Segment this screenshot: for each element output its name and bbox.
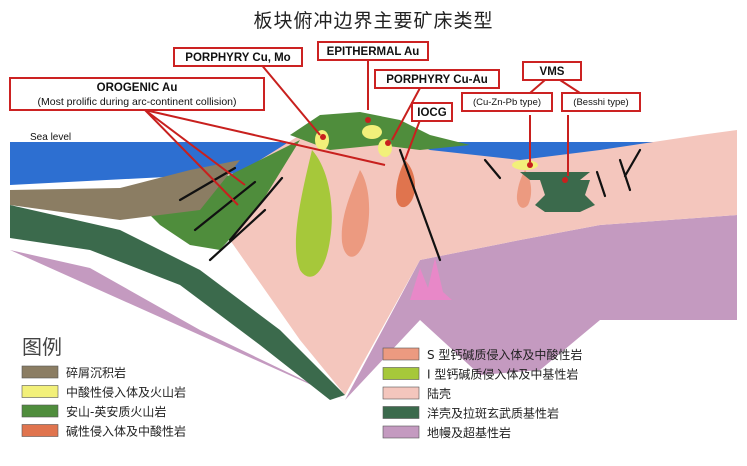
- legend-swatch: [382, 406, 420, 419]
- sediment-wedge: [10, 160, 240, 220]
- arrow-iocg-1: [404, 119, 421, 161]
- porphyry-cu-mo-label-box: [173, 47, 303, 67]
- fault-2: [193, 180, 257, 232]
- legend-label: 中酸性侵入体及火山岩: [66, 385, 186, 400]
- stype-intrusion: [341, 170, 370, 257]
- fault-6: [483, 158, 502, 180]
- porphyry-cu-mo-label: PORPHYRY Cu, Mo: [185, 52, 290, 64]
- epithermal-label-box: [317, 41, 429, 61]
- fault-3: [208, 208, 267, 262]
- arrow-vms-top-2: [559, 79, 581, 94]
- orogenic-label-box: [9, 77, 265, 111]
- sea-level-label: Sea level: [30, 132, 71, 143]
- vms-label: VMS: [540, 66, 565, 78]
- deposit-dot-1: [320, 134, 326, 140]
- vms-besshi-label: (Besshi type): [573, 97, 628, 108]
- felsic-body-1: [315, 130, 329, 150]
- deposit-dot-3: [385, 140, 391, 146]
- legend-label: 安山-英安质火山岩: [66, 404, 166, 419]
- legend-title: 图例: [22, 335, 62, 359]
- vms-stype-intrusion: [516, 170, 532, 208]
- legend-label: 洋壳及拉斑玄武质基性岩: [427, 406, 559, 421]
- fault-7: [595, 170, 607, 198]
- andesite-wedge: [140, 140, 300, 250]
- legend-label: 陆壳: [427, 386, 451, 401]
- legend-swatch: [382, 367, 420, 380]
- legend-swatch: [21, 385, 59, 398]
- itype-intrusion: [295, 150, 332, 277]
- fault-5: [398, 148, 442, 262]
- felsic-body-2: [362, 125, 382, 139]
- oceanic-crust-slab: [10, 205, 345, 400]
- alkaline-intrusion: [396, 160, 416, 208]
- legend-swatch: [382, 425, 420, 439]
- arrow-orogenic-1: [144, 109, 239, 206]
- deposit-dot-4: [527, 162, 533, 168]
- orogenic-label-line1: OROGENIC Au: [97, 82, 178, 94]
- felsic-body-4: [512, 160, 538, 170]
- epithermal-label: EPITHERMAL Au: [327, 46, 420, 58]
- legend-label: 地幔及超基性岩: [427, 425, 511, 440]
- orogenic-label-line2: (Most prolific during arc-continent coll…: [38, 96, 237, 108]
- vms-cu-zn-pb-label-box: [461, 92, 553, 112]
- vms-besshi-label-box: [561, 92, 641, 112]
- legend-swatch: [382, 386, 420, 400]
- legend-right-column: S 型钙碱质侵入体及中酸性岩 I 型钙碱质侵入体及中基性岩陆壳洋壳及拉斑玄武质基性…: [382, 347, 582, 440]
- porphyry-cu-au-label-box: [374, 69, 500, 89]
- legend-swatch: [382, 347, 420, 361]
- arrow-vms-top-1: [529, 79, 546, 94]
- iocg-label: IOCG: [417, 107, 446, 119]
- arrow-orogenic-2: [144, 109, 246, 186]
- vms-cu-zn-pb-label: (Cu-Zn-Pb type): [473, 97, 541, 108]
- arrow-porphyry-cu-au: [391, 87, 421, 141]
- legend-swatch: [21, 365, 59, 379]
- vms-basalt-body: [535, 180, 595, 212]
- legend-swatch: [21, 424, 59, 437]
- vms-cap: [520, 172, 590, 180]
- arrow-porphyry-cu-mo: [259, 62, 321, 136]
- fault-4: [228, 176, 284, 242]
- deposit-dot-2: [365, 117, 371, 123]
- vms-label-box: [522, 61, 582, 81]
- legend-label: S 型钙碱质侵入体及中酸性岩: [427, 347, 582, 362]
- legend-label: 碱性侵入体及中酸性岩: [66, 424, 186, 439]
- mantle-layer: [10, 215, 737, 400]
- legend-swatch: [21, 404, 59, 418]
- legend-label: 碎屑沉积岩: [66, 365, 126, 380]
- porphyry-cu-au-label: PORPHYRY Cu-Au: [386, 74, 488, 86]
- deposit-dot-5: [562, 177, 568, 183]
- iocg-label-box: [411, 102, 453, 122]
- arrow-orogenic-3: [144, 109, 386, 166]
- fault-9: [623, 148, 642, 178]
- diagram-title: 板块俯冲边界主要矿床类型: [253, 10, 494, 32]
- pink-intrusion: [410, 258, 452, 300]
- fault-1: [178, 166, 237, 202]
- legend-label: I 型钙碱质侵入体及中基性岩: [427, 367, 578, 382]
